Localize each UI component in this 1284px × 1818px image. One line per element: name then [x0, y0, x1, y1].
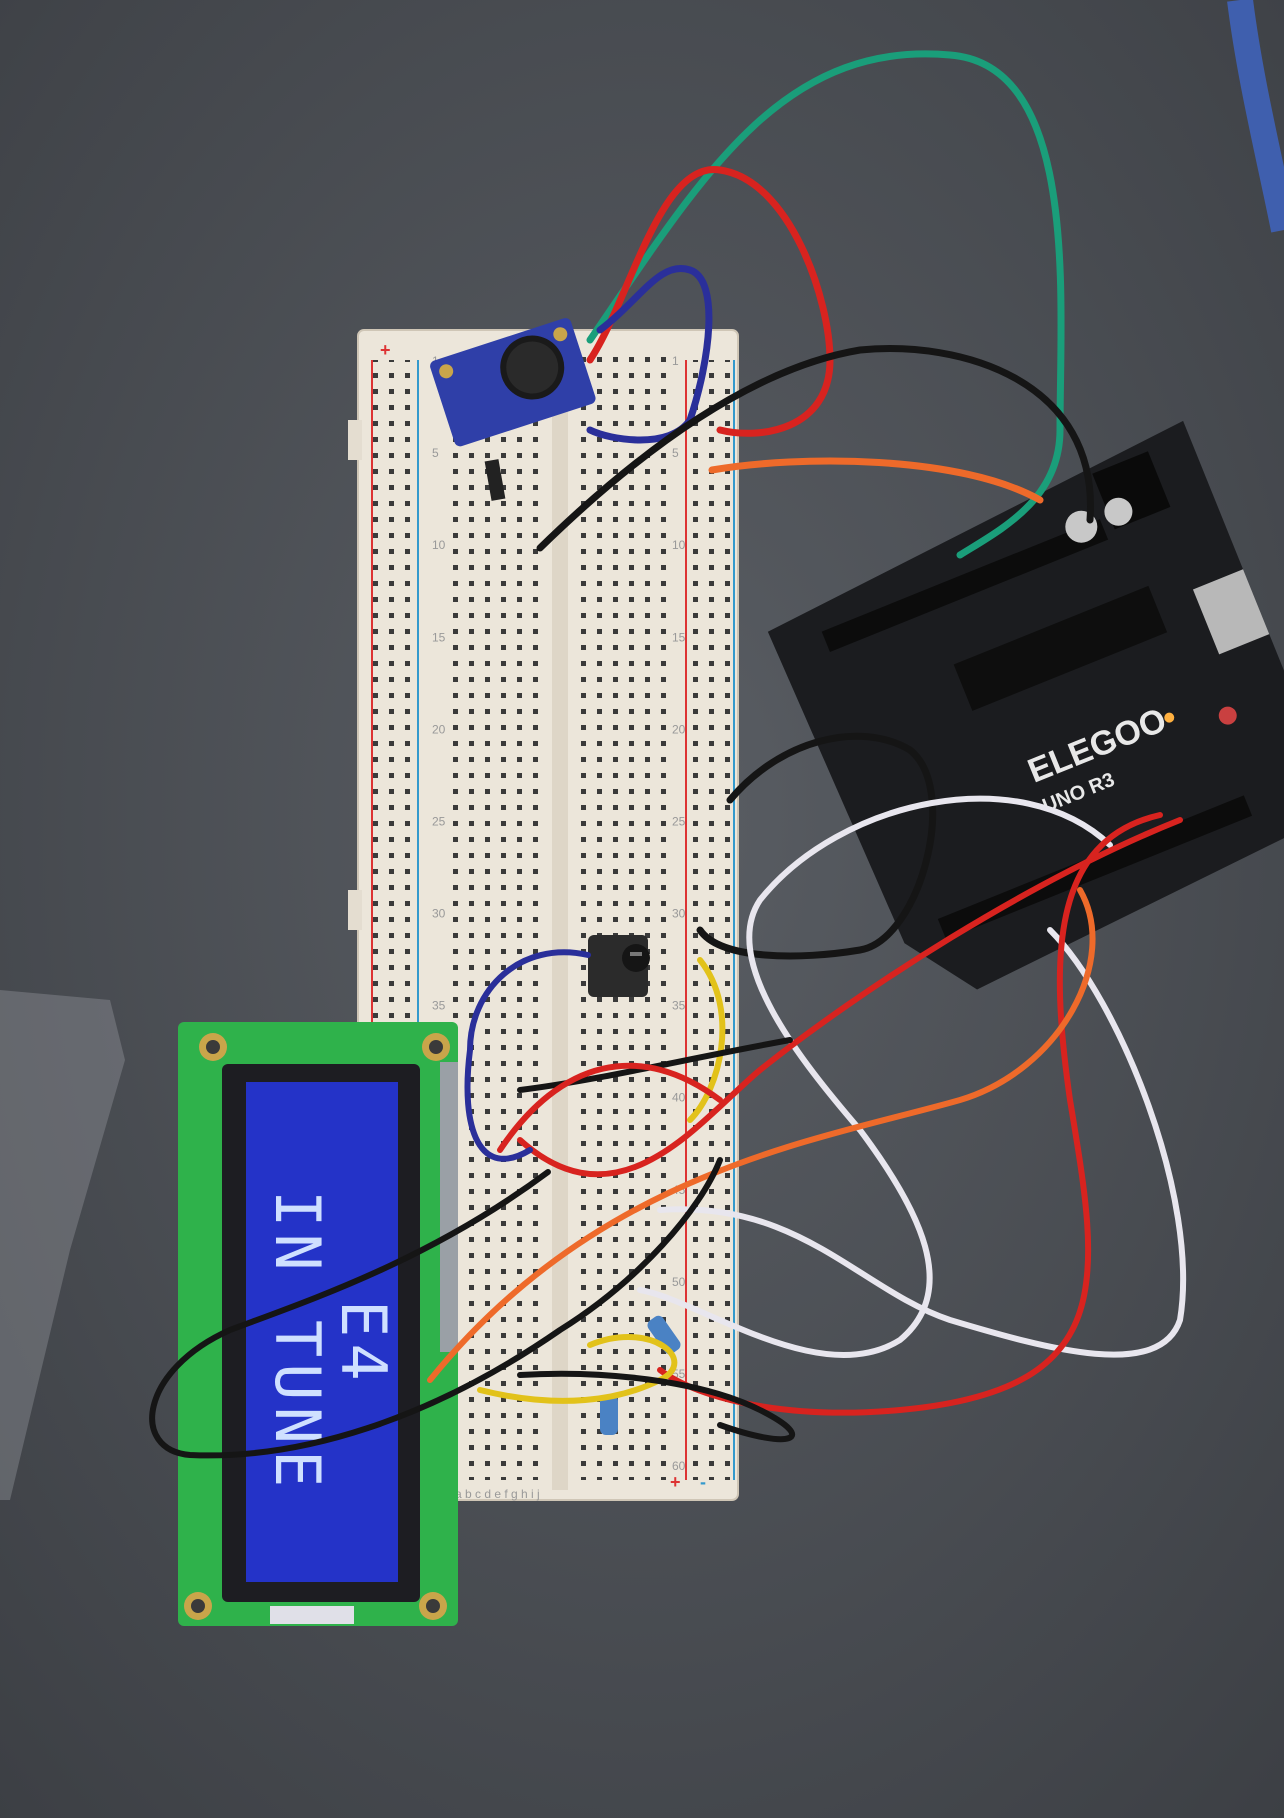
row-number-label: 5: [672, 446, 679, 460]
wire-orange-top: [708, 457, 1044, 504]
plastic-wrapper: [0, 990, 125, 1500]
diode: [484, 459, 506, 501]
potentiometer: [588, 935, 650, 997]
wire-yellow: [687, 957, 726, 1123]
wire-green: [586, 50, 1065, 559]
wire-black-lcd-loop: [149, 1157, 723, 1459]
rail-plus-top: +: [380, 340, 391, 360]
row-number-label: 60: [672, 1459, 686, 1473]
rail-minus-bottom: -: [700, 1472, 706, 1492]
wire-orange-long: [427, 887, 1096, 1383]
wire-red-top: [586, 166, 834, 437]
wire-black-bottom: [517, 1370, 796, 1443]
arduino-board: ELEGOO UNO R3: [767, 420, 1284, 990]
wire-red-right: [657, 812, 1163, 1416]
row-number-label: 20: [432, 722, 446, 736]
row-number-label: 15: [672, 630, 686, 644]
wire-blue-mic: [586, 265, 713, 444]
column-letters: a b c d e f g h i j: [455, 1487, 540, 1501]
row-number-label: 25: [432, 814, 446, 828]
row-number-label: 25: [672, 814, 686, 828]
row-number-label: 35: [672, 999, 686, 1013]
lcd-screen: [246, 1082, 398, 1582]
row-number-label: 50: [672, 1275, 686, 1289]
row-number-label: 5: [432, 446, 439, 460]
microphone-module: [430, 318, 596, 447]
row-number-label: 10: [672, 538, 686, 552]
terminal-strip-left: [448, 350, 544, 1480]
wire-black-mid: [696, 732, 937, 960]
row-number-label: 35: [432, 999, 446, 1013]
wires: [149, 50, 1187, 1459]
wire-white-big: [637, 795, 1113, 1359]
row-number-label: 30: [432, 907, 446, 921]
wire-red-long: [517, 817, 1183, 1178]
row-number-label: 40: [672, 1091, 686, 1105]
wire-white-right: [657, 927, 1187, 1358]
row-number-label: 30: [672, 907, 686, 921]
lcd-module: E4 IN TUNE: [178, 1022, 458, 1626]
usb-cable: [1227, 0, 1284, 233]
row-number-label: 20: [672, 722, 686, 736]
wire-red-mid: [497, 1062, 723, 1153]
rail-plus-bottom: +: [670, 1472, 681, 1492]
row-number-label: 1: [672, 354, 679, 368]
lcd-line-1: E4: [327, 1300, 400, 1387]
right-power-rail: [688, 360, 736, 1480]
row-number-label: 10: [432, 538, 446, 552]
resistors: [600, 1315, 681, 1435]
wire-black-top: [536, 345, 1094, 552]
lcd-header-pins: [440, 1062, 458, 1352]
wire-blue-pot: [464, 949, 591, 1162]
row-number-label: 15: [432, 630, 446, 644]
